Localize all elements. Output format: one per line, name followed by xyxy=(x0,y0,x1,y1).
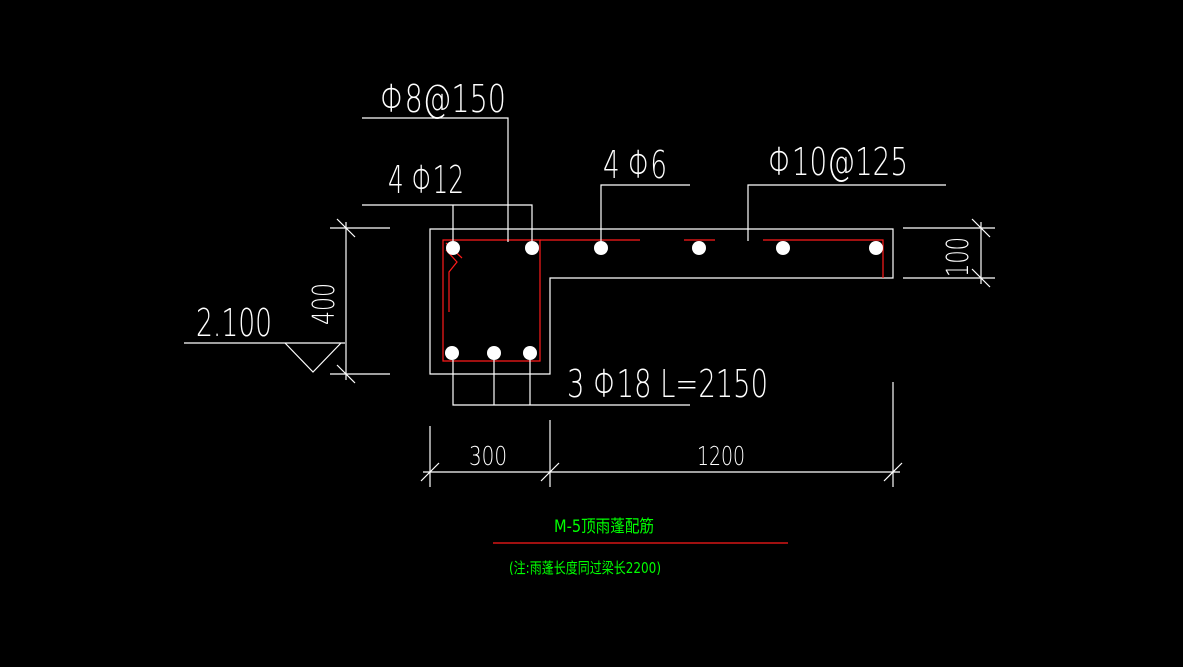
label-beam-top-bars: 4 Φ12 xyxy=(388,158,464,202)
rebar-dot xyxy=(525,241,539,255)
slab-top-reinforcement xyxy=(540,239,884,278)
label-dim-beam-width: 300 xyxy=(469,442,507,472)
rebar-bars xyxy=(445,241,883,360)
label-stirrup-spec: Φ8@150 xyxy=(380,77,506,121)
label-slab-dist-bars: 4 Φ6 xyxy=(603,143,667,187)
beam-stirrup xyxy=(442,239,541,362)
label-dim-height: 400 xyxy=(307,283,342,325)
rebar-dot xyxy=(776,241,790,255)
label-dim-slab-thickness: 100 xyxy=(941,237,976,277)
drawing-note: (注:雨蓬长度同过梁长2200) xyxy=(509,559,661,577)
elevation-marker xyxy=(184,342,345,373)
leader-lines xyxy=(362,117,946,406)
rebar-dot xyxy=(594,241,608,255)
rebar-dot xyxy=(487,346,501,360)
drawing-title: M-5顶雨蓬配筋 xyxy=(554,517,654,537)
rebar-dot xyxy=(692,241,706,255)
label-slab-main-bars: Φ10@125 xyxy=(768,140,908,184)
dim-height-lines xyxy=(330,218,390,384)
dim-thickness-lines xyxy=(903,218,995,288)
rebar-dot xyxy=(523,346,537,360)
label-dim-cantilever: 1200 xyxy=(697,442,745,472)
label-bottom-bars: 3 Φ18 L=2150 xyxy=(567,362,768,406)
rebar-dot xyxy=(445,346,459,360)
dim-width-lines xyxy=(420,382,903,487)
rebar-dot xyxy=(446,241,460,255)
rebar-dot xyxy=(869,241,883,255)
concrete-section-outline xyxy=(429,228,894,375)
label-elevation: 2.100 xyxy=(196,301,272,345)
